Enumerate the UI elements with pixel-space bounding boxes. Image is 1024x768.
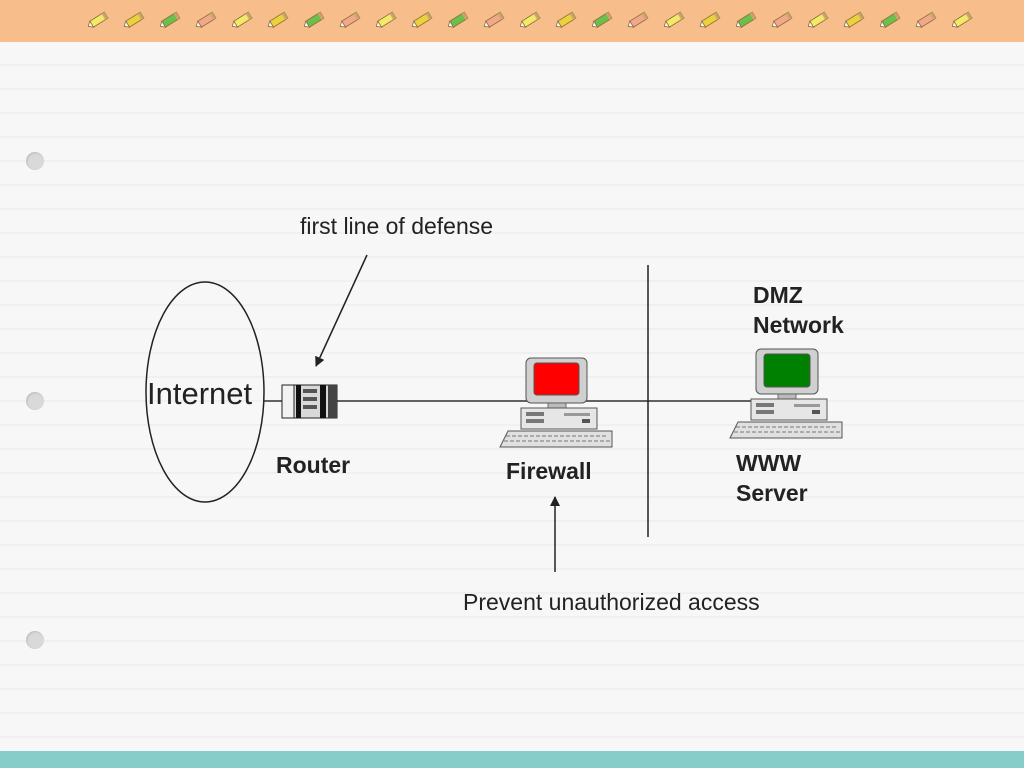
www-server-computer-icon — [729, 348, 843, 439]
dmz-label-line1: DMZ — [753, 282, 803, 308]
router-label: Router — [276, 452, 351, 478]
pencil-icon — [663, 11, 685, 28]
firewall-screen — [533, 362, 580, 396]
pencil-icon — [519, 11, 541, 28]
header-band — [0, 0, 1024, 42]
router-note-arrow — [315, 254, 368, 367]
www-server-label-line2: Server — [736, 480, 808, 506]
binder-hole — [26, 631, 44, 649]
internet-label: Internet — [147, 376, 253, 411]
pencil-icon — [807, 11, 829, 28]
router-note-label: first line of defense — [300, 213, 494, 239]
pencil-icon — [339, 11, 361, 28]
router-icon — [281, 384, 338, 419]
pencil-icon — [951, 11, 973, 28]
pencil-icon — [771, 11, 793, 28]
pencil-icon — [447, 11, 469, 28]
dmz-label-line2: Network — [753, 312, 844, 338]
pencil-icon — [555, 11, 577, 28]
pencil-icon — [483, 11, 505, 28]
pencil-icon — [267, 11, 289, 28]
slide-canvas — [0, 42, 1024, 751]
pencil-icon — [123, 11, 145, 28]
firewall-computer-icon — [499, 357, 613, 448]
pencil-icon — [627, 11, 649, 28]
firewall-label: Firewall — [506, 458, 592, 484]
binder-hole — [26, 152, 44, 170]
pencil-icon — [411, 11, 433, 28]
pencil-icon — [843, 11, 865, 28]
pencil-icon — [699, 11, 721, 28]
pencil-icon — [195, 11, 217, 28]
pencil-icon — [915, 11, 937, 28]
pencil-icon — [87, 11, 109, 28]
www-server-screen — [763, 353, 811, 388]
binder-hole — [26, 392, 44, 410]
pencil-icon — [303, 11, 325, 28]
internet-ellipse — [145, 281, 265, 503]
pencil-icon — [591, 11, 613, 28]
pencil-icon — [159, 11, 181, 28]
footer-band — [0, 751, 1024, 768]
pencil-icon — [735, 11, 757, 28]
pencil-icon — [375, 11, 397, 28]
pencil-icon — [231, 11, 253, 28]
www-server-label-line1: WWW — [736, 450, 802, 476]
firewall-note-label: Prevent unauthorized access — [463, 589, 760, 615]
pencil-icon — [879, 11, 901, 28]
